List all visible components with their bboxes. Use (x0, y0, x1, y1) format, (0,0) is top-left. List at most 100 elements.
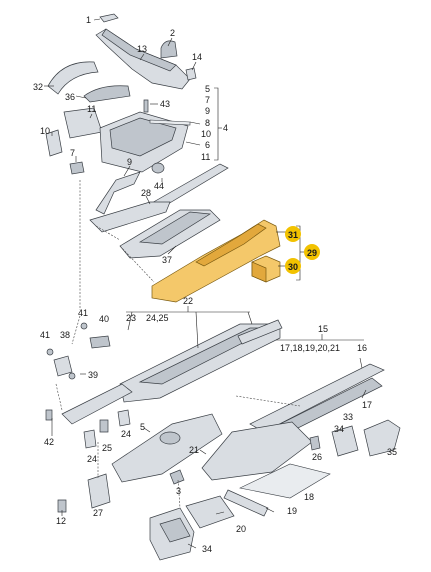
part-bracket-25 (99, 419, 109, 433)
callout-17[interactable]: 17 (362, 400, 372, 410)
part-clip-1 (99, 13, 119, 23)
part-lower-rail-28 (89, 201, 171, 233)
highlight-badges (285, 226, 320, 274)
callout-37[interactable]: 37 (162, 255, 172, 265)
callout-11b[interactable]: 11 (201, 152, 210, 162)
part-front-structure-inner (109, 117, 177, 157)
badge-29[interactable] (304, 244, 320, 260)
part-floor-5-hole (159, 431, 181, 445)
badge-31[interactable] (285, 226, 301, 242)
callout-29[interactable]: 29 (307, 248, 317, 258)
part-nut-39 (68, 372, 76, 380)
part-nut-41b (46, 348, 54, 356)
part-bracket-10 (45, 129, 63, 157)
callout-41b[interactable]: 41 (40, 330, 50, 340)
part-inner-wheelhouse-36 (83, 85, 131, 103)
callout-26[interactable]: 26 (312, 452, 322, 462)
part-bracket-26 (309, 435, 321, 451)
callout-14[interactable]: 14 (192, 52, 202, 62)
part-bracket-24b (117, 409, 131, 427)
callout-7b[interactable]: 7 (70, 148, 75, 158)
callout-4[interactable]: 4 (223, 123, 228, 133)
part-rod-8 (149, 119, 191, 126)
part-bracket-3 (169, 469, 185, 485)
callout-24[interactable]: 24 (87, 454, 97, 464)
callout-12[interactable]: 12 (56, 516, 66, 526)
callout-24-25[interactable]: 24,25 (146, 313, 169, 323)
part-bolt-42 (45, 409, 53, 421)
part-upper-rail-13-face (101, 28, 177, 72)
callout-1[interactable]: 1 (86, 15, 91, 25)
part-sill-16 (249, 363, 385, 433)
part-bracket-40 (89, 335, 111, 349)
part-bracket-33 (331, 425, 359, 457)
callout-32[interactable]: 32 (33, 82, 43, 92)
part-bracket-35 (363, 419, 401, 457)
callout-42[interactable]: 42 (44, 437, 54, 447)
part-shapes (45, 13, 401, 561)
part-bolt-43 (143, 99, 149, 113)
callout-18[interactable]: 18 (304, 492, 314, 502)
part-bracket-27 (87, 473, 111, 509)
callout-34[interactable]: 34 (334, 424, 344, 434)
part-screw-12 (57, 499, 67, 513)
callout-24b[interactable]: 24 (121, 429, 131, 439)
callout-3[interactable]: 3 (176, 486, 181, 496)
callout-25[interactable]: 25 (102, 443, 112, 453)
callout-28[interactable]: 28 (141, 188, 151, 198)
callout-35[interactable]: 35 (387, 447, 397, 457)
callout-5[interactable]: 5 (205, 84, 210, 94)
callout-40[interactable]: 40 (99, 314, 109, 324)
part-longitudinal-31-face (195, 223, 267, 267)
callout-17-21[interactable]: 17,18,19,20,21 (280, 343, 340, 353)
callout-labels: 1 2 13 14 32 36 11 43 5 7 9 8 10 4 6 11 … (33, 15, 397, 554)
part-bracket-24 (83, 429, 97, 449)
part-grommet-44 (151, 162, 165, 174)
part-bracket-14 (185, 67, 197, 81)
callout-9[interactable]: 9 (205, 106, 210, 116)
callout-34b[interactable]: 34 (202, 544, 212, 554)
callout-10b[interactable]: 10 (201, 129, 211, 139)
callout-30[interactable]: 30 (288, 262, 298, 272)
callout-23[interactable]: 23 (126, 313, 136, 323)
callout-8[interactable]: 8 (205, 118, 210, 128)
part-sill-end (237, 319, 283, 345)
callout-6[interactable]: 6 (205, 140, 210, 150)
leader-lines (44, 18, 367, 549)
part-wheelhouse-32 (47, 61, 99, 95)
dashed-guide-lines (55, 180, 301, 509)
callout-2[interactable]: 2 (170, 28, 175, 38)
part-mount-7 (69, 161, 85, 175)
part-floor-18 (239, 463, 331, 499)
part-nut-41 (80, 322, 88, 330)
part-lower-reinforcement (61, 383, 133, 425)
callout-22[interactable]: 22 (183, 296, 193, 306)
callout-9b[interactable]: 9 (127, 157, 132, 167)
part-assembly-20 (185, 495, 235, 529)
part-rail-37-face (138, 211, 212, 245)
part-floor-5 (111, 413, 223, 483)
callout-39[interactable]: 39 (88, 370, 98, 380)
callout-33[interactable]: 33 (343, 412, 353, 422)
callout-20[interactable]: 20 (236, 524, 246, 534)
callout-13[interactable]: 13 (137, 44, 147, 54)
callout-19[interactable]: 19 (287, 506, 297, 516)
callout-7[interactable]: 7 (205, 95, 210, 105)
part-bracket-30-face (251, 261, 267, 283)
badge-30[interactable] (285, 258, 301, 274)
callout-16[interactable]: 16 (357, 343, 367, 353)
callout-38[interactable]: 38 (60, 330, 70, 340)
callout-43[interactable]: 43 (160, 99, 170, 109)
callout-21[interactable]: 21 (189, 445, 199, 455)
callout-10[interactable]: 10 (40, 126, 50, 136)
callout-31[interactable]: 31 (288, 230, 298, 240)
callout-11[interactable]: 11 (87, 104, 96, 114)
callout-15[interactable]: 15 (318, 324, 328, 334)
callout-27[interactable]: 27 (93, 508, 103, 518)
callout-36[interactable]: 36 (65, 92, 75, 102)
callout-41[interactable]: 41 (78, 308, 88, 318)
part-strut-9 (95, 171, 141, 215)
callout-5b[interactable]: 5 (140, 422, 145, 432)
callout-44[interactable]: 44 (154, 181, 164, 191)
